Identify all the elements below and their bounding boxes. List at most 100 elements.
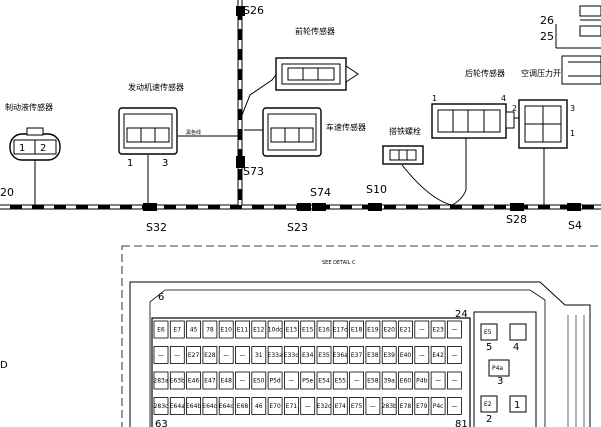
fuse-cell [398, 371, 413, 390]
fuse-cell [186, 346, 202, 364]
fuse-cell [414, 320, 430, 339]
fuse-cell-label: E46 [188, 378, 200, 385]
fuse-cell-label: P4b [416, 378, 427, 385]
fuse-cell [349, 397, 365, 415]
fuse-cell [446, 371, 462, 390]
splice-left-edge: 20 [0, 186, 14, 199]
fuse-cell [153, 320, 169, 339]
fuse-cell [365, 346, 381, 364]
fuse-pin-81: 81 [455, 419, 468, 427]
fuse-cell [169, 320, 185, 339]
fuse-cell-label: 31 [255, 352, 263, 359]
fuse-cell-label: E32c [317, 403, 332, 410]
fuse-cell-label: P4c [433, 403, 444, 410]
fuse-cell [169, 371, 185, 390]
ac-pressure-switch-label: 空调压力开关 [521, 68, 569, 78]
splice-s28: S28 [506, 213, 527, 226]
fuse-cell [316, 320, 332, 339]
fuse-cell [251, 397, 267, 415]
fuse-cell-label: E6 [157, 327, 165, 334]
fuse-cell-label: E35 [318, 352, 330, 359]
fuse-cell [398, 346, 413, 364]
fuse-cell [218, 320, 234, 339]
fuse-cell-label: E74 [335, 403, 347, 410]
fuse-cell [381, 320, 397, 339]
fuse-cell [316, 371, 332, 390]
fuse-cell-label: — [158, 352, 164, 359]
fuse-cell [251, 346, 267, 364]
ground-point-label: 搭铁螺栓 [389, 126, 421, 136]
fuse-cell [218, 371, 234, 390]
fuse-cell [218, 397, 234, 415]
top-pin-26: 26 [540, 14, 554, 27]
ground-point [382, 145, 424, 165]
fuse-cell-label: 46 [255, 403, 263, 410]
splice-s74: S74 [310, 186, 331, 199]
relay-pin-4: 4 [513, 342, 519, 353]
brake-fluid-sensor [9, 127, 61, 161]
fuse-cell [414, 346, 430, 364]
fuse-cell-label: — [240, 378, 246, 385]
fuse-cell [430, 371, 446, 390]
splice-markers [143, 6, 581, 211]
fuse-cell [283, 320, 299, 339]
fuse-cell [300, 320, 316, 339]
fuse-cell-label: E58 [367, 378, 379, 385]
left-edge-fragment: D [0, 360, 8, 371]
relay-pin-5: 5 [486, 342, 492, 353]
fuse-cell-label: E17d [333, 327, 348, 334]
fuse-cell-label: — [223, 352, 229, 359]
fuse-cell [251, 320, 267, 339]
fuse-cell-label: E27 [188, 352, 200, 359]
fuse-cell [235, 397, 250, 415]
fuse-cell-label: E23 [432, 327, 444, 334]
fuse-cell [186, 397, 202, 415]
fuse-cell [169, 397, 185, 415]
fuse-cell [414, 397, 430, 415]
fuse-cell-label: E37 [351, 352, 363, 359]
fuse-cell [218, 346, 234, 364]
fuse-cell [251, 371, 267, 390]
fuse-cell [430, 346, 446, 364]
fuse-cell [332, 320, 348, 339]
fuse-cell [381, 371, 397, 390]
fuse-cell-label: E13 [286, 327, 298, 334]
fuse-cell-label: E12 [253, 327, 265, 334]
fuse-cell-label: E75 [351, 403, 363, 410]
splice-s73: S73 [243, 165, 264, 178]
fuse-cell-label: E7 [173, 327, 181, 334]
splice-s26: S26 [243, 4, 264, 17]
fuse-cell [332, 371, 348, 390]
fuse-cell-label: E48 [220, 378, 232, 385]
fuse-cell-label: E15 [302, 327, 314, 334]
fuse-cell [169, 346, 185, 364]
fuse-cell-label: E36a [333, 352, 348, 359]
fuse-cell-label: E78 [400, 403, 412, 410]
fuse-cell [153, 397, 169, 415]
fuse-cell-label: 283c [154, 403, 169, 410]
fuse-cell-label: E39 [383, 352, 395, 359]
fuse-cell-label: E47 [204, 378, 216, 385]
fuse-cell-label: E50 [253, 378, 265, 385]
fuse-pin-24: 24 [455, 309, 468, 320]
relay-e2: E2 [484, 401, 492, 408]
fuse-cell [365, 371, 381, 390]
fuse-pin-6: 6 [158, 292, 164, 303]
fuse-cell-label: P5e [302, 378, 313, 385]
fuse-cell [332, 397, 348, 415]
fuse-cell [283, 371, 299, 390]
fuse-cell [398, 320, 413, 339]
fuse-cell-label: — [174, 352, 180, 359]
relay-pin-3: 3 [497, 376, 503, 387]
relay-p4a: P4a [492, 365, 503, 372]
fuse-cell [235, 320, 250, 339]
fuse-box-detail-title: SEE DETAIL C [322, 260, 356, 266]
fuse-cell [446, 397, 462, 415]
fuse-cell-label: E68 [237, 403, 249, 410]
side-relays [480, 323, 527, 413]
fuse-cell-label: — [451, 352, 457, 359]
fuse-cell-label: 283b [382, 403, 397, 410]
fuse-cell [446, 346, 462, 364]
